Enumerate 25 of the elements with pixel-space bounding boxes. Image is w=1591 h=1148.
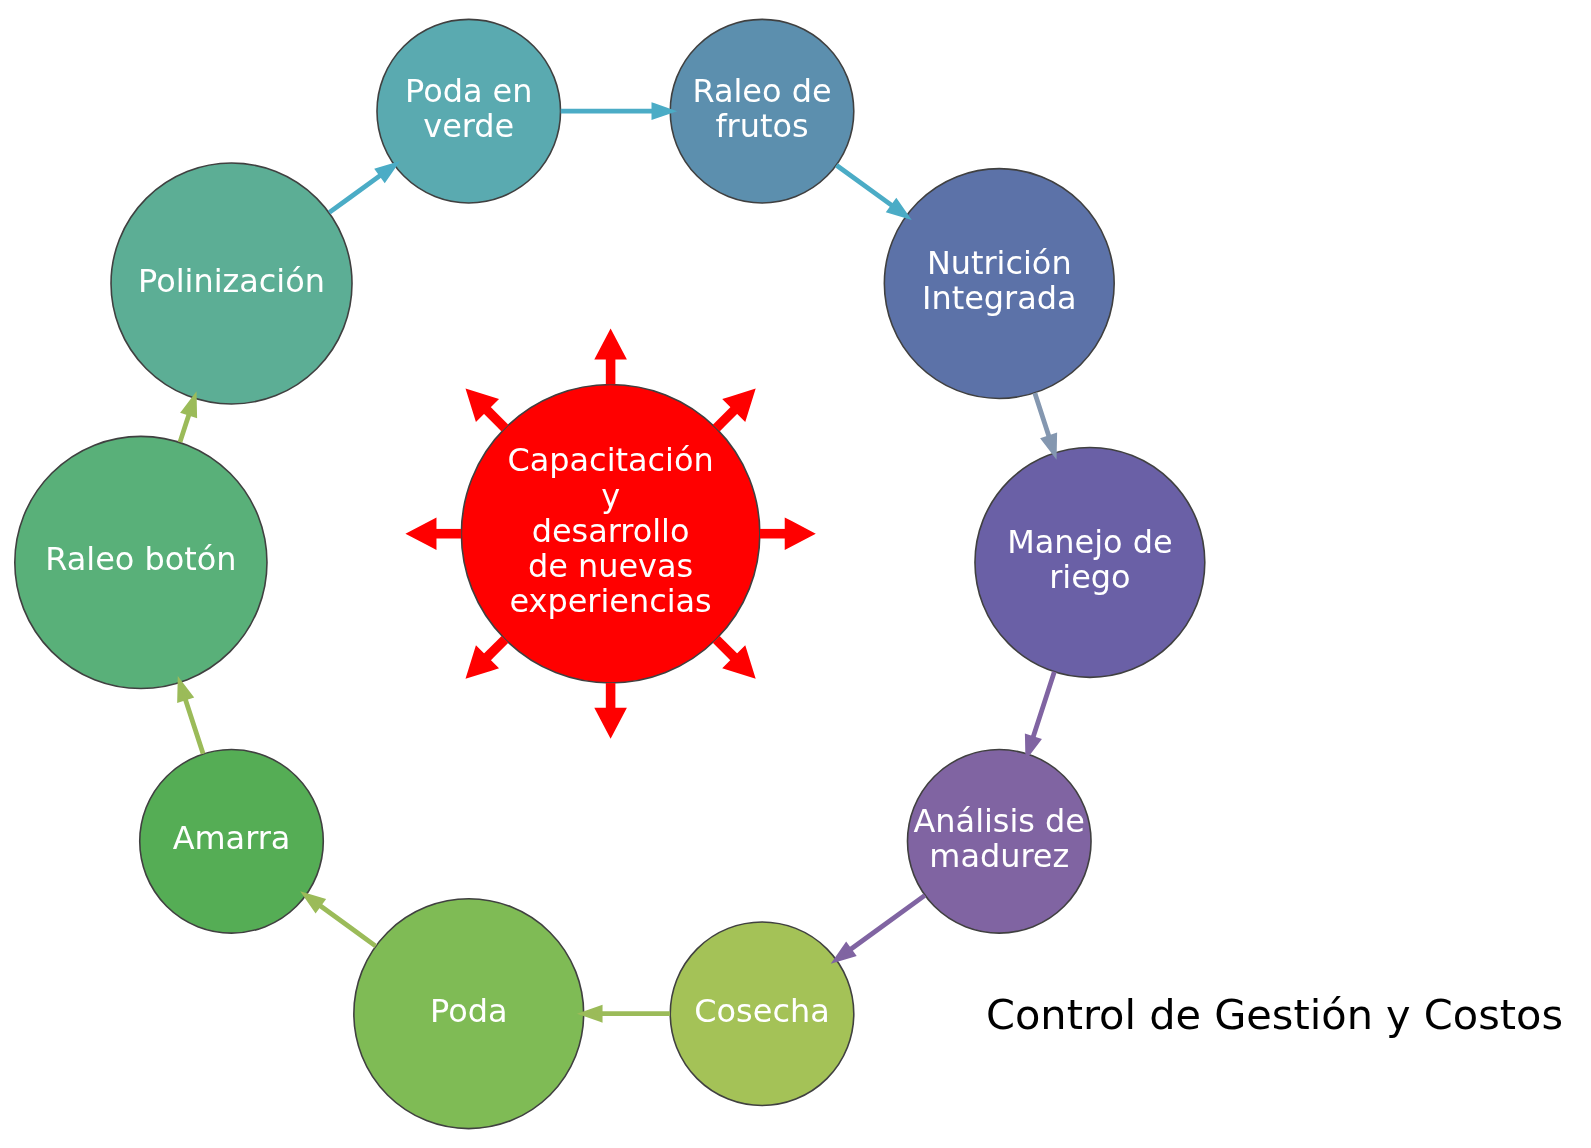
arrow <box>465 635 509 679</box>
arrow <box>405 517 462 550</box>
node-circle: Raleo botón <box>14 435 268 690</box>
arrow <box>560 102 678 121</box>
node-circle: Poda <box>353 898 585 1130</box>
arrow <box>712 635 756 679</box>
arrow <box>177 391 198 443</box>
arrow <box>465 388 509 432</box>
node-circle: Manejo de riego <box>974 446 1206 679</box>
node-circle: Análisis de madurez <box>906 748 1092 934</box>
label: Control de Gestión y Costos <box>986 989 1564 1039</box>
node-circle: Polinización <box>110 162 353 405</box>
arrow <box>835 163 912 220</box>
arrow <box>300 891 378 948</box>
node-circle: Raleo de frutos <box>669 18 855 204</box>
node-circle: Capacitación y desarrollo de nuevas experiencias <box>460 383 761 684</box>
arrow <box>594 683 627 739</box>
arrow <box>1032 392 1058 460</box>
arrow <box>327 161 401 215</box>
arrow <box>576 1004 671 1023</box>
arrow <box>830 893 927 964</box>
arrow <box>759 517 816 550</box>
arrow <box>594 328 627 385</box>
arrow <box>712 388 756 432</box>
arrow <box>177 675 206 755</box>
